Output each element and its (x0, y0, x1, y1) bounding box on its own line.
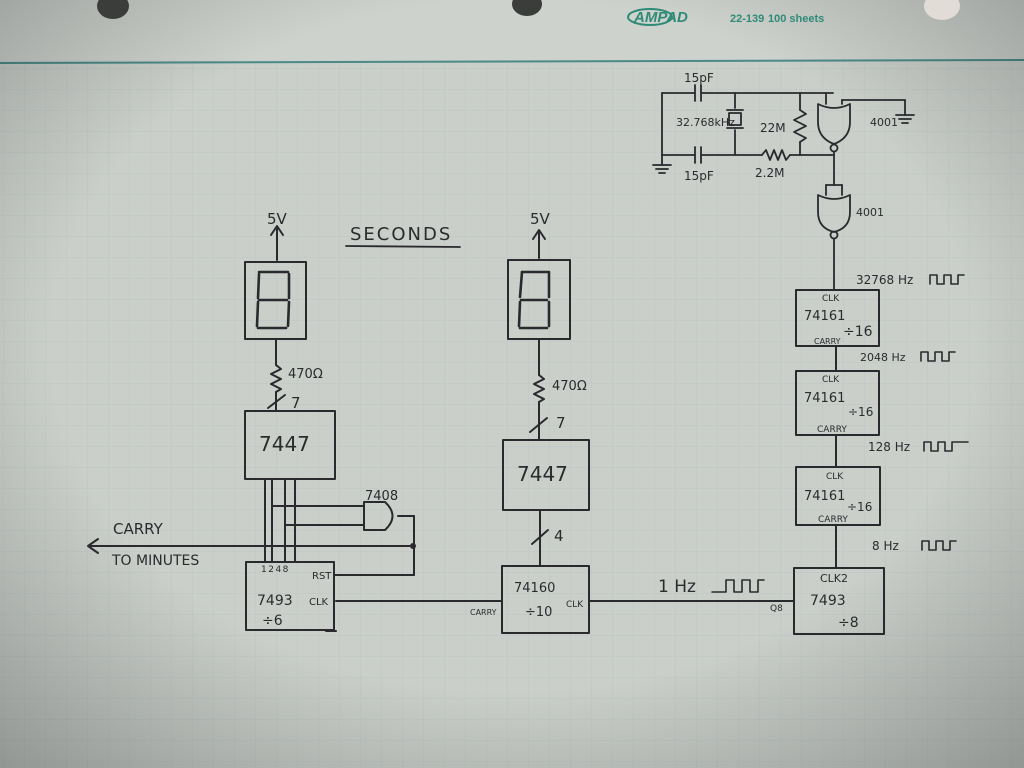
tens-bus: 7 (291, 394, 301, 412)
div-a-clk: CLK (822, 294, 840, 304)
tens-decoder (244, 410, 336, 480)
div-b-clk: CLK (822, 375, 840, 385)
ones-resistor: 470Ω (552, 379, 587, 394)
ones-counter (501, 565, 590, 634)
div8-out: Q8 (770, 604, 783, 614)
carry-label: CARRY (113, 520, 164, 538)
square-wave-2048 (920, 351, 956, 362)
square-wave-1 (711, 579, 765, 593)
div8-chip: 7493 (810, 593, 846, 609)
r-feedback-label: 22M (760, 121, 786, 135)
waveforms (711, 274, 969, 593)
freq-2048: 2048 Hz (860, 351, 906, 364)
sheet-count: 100 sheets (768, 13, 824, 25)
ones-clk: CLK (566, 600, 584, 610)
div-c-chip: 74161 (804, 489, 845, 504)
ones-decoder-label: 7447 (517, 462, 568, 486)
crystal-oscillator (652, 84, 915, 291)
freq-1: 1 Hz (658, 577, 696, 597)
binder-hole (924, 0, 960, 20)
cap-top-label: 15pF (684, 71, 714, 85)
crystal-label: 32.768kHz (676, 116, 735, 129)
ones-carry: CARRY (470, 608, 497, 617)
seven-seg-ones (517, 270, 551, 330)
ones-digit-stage (335, 229, 795, 634)
div-b-div: ÷16 (848, 405, 873, 419)
div8-clk: CLK2 (820, 572, 848, 585)
divider-74161-b (795, 370, 880, 436)
div-a-chip: 74161 (804, 309, 845, 324)
binder-hole (97, 0, 129, 19)
binder-hole (512, 0, 542, 16)
ones-counter-label: 74160 (514, 581, 555, 596)
gate1-label: 4001 (870, 116, 898, 129)
tens-counter (245, 561, 335, 631)
ones-bus: 7 (556, 414, 566, 432)
square-wave-32768 (929, 274, 965, 285)
ones-supply: 5V (530, 210, 551, 228)
div-c-carry: CARRY (818, 515, 848, 525)
div-a-carry: CARRY (814, 337, 841, 346)
tens-digit-stage (87, 225, 416, 632)
ones-bus2: 4 (554, 527, 564, 545)
square-wave-8 (921, 540, 957, 551)
cap-bottom-label: 15pF (684, 169, 714, 183)
tens-clk: CLK (309, 597, 329, 608)
pad-brand: AMPAD 22-139 100 sheets (627, 8, 824, 26)
product-code: 22-139 (730, 13, 764, 25)
tens-counter-label: 7493 (257, 593, 293, 609)
div8-div: ÷8 (838, 615, 859, 631)
tens-gate-label: 7408 (365, 489, 398, 504)
div-c-clk: CLK (826, 472, 844, 482)
gate2-label: 4001 (856, 206, 884, 219)
brand-name: AMPAD (633, 9, 688, 26)
div-b-carry: CARRY (817, 425, 847, 435)
tens-rst: RST (312, 571, 332, 582)
freq-128: 128 Hz (868, 440, 910, 454)
tens-supply: 5V (267, 210, 288, 228)
div-b-chip: 74161 (804, 391, 845, 406)
divider-74161-a (795, 289, 880, 347)
divider-chain (793, 289, 885, 635)
divider-74161-c (795, 466, 881, 526)
carry-to-label: TO MINUTES (111, 553, 199, 569)
tens-resistor: 470Ω (288, 367, 323, 382)
tens-div: ÷6 (262, 613, 283, 629)
seven-seg-tens (255, 270, 291, 330)
square-wave-128 (923, 441, 969, 452)
diagram-title: SECONDS (350, 224, 452, 245)
div-a-div: ÷16 (843, 324, 873, 340)
tens-pins: 1248 (261, 565, 290, 575)
div-c-div: ÷16 (847, 500, 872, 514)
r-series-label: 2.2M (755, 166, 784, 180)
ones-div: ÷10 (525, 605, 552, 620)
tens-decoder-label: 7447 (259, 432, 310, 456)
freq-8: 8 Hz (872, 539, 899, 553)
freq-32768: 32768 Hz (856, 273, 913, 287)
ones-decoder (502, 439, 590, 511)
